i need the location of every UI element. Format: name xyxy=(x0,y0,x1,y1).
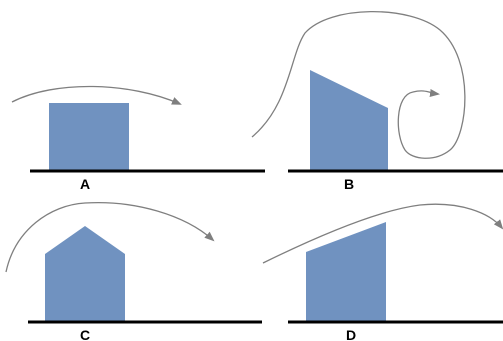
panel-d: D xyxy=(262,203,503,341)
panel-b: B xyxy=(251,11,503,192)
panel-b-label: B xyxy=(344,176,354,192)
panel-d-building xyxy=(306,222,386,322)
panel-b-building xyxy=(310,70,388,171)
panel-a-flow-arrow xyxy=(11,85,182,105)
panel-c: C xyxy=(5,201,262,341)
panel-a-building xyxy=(49,103,129,171)
panel-d-flow-arrow xyxy=(262,203,503,264)
panel-a-label: A xyxy=(80,176,90,192)
panel-a: A xyxy=(11,85,265,192)
panel-c-building xyxy=(45,226,125,322)
panel-c-label: C xyxy=(80,327,90,341)
panel-d-label: D xyxy=(346,327,356,341)
panel-c-flow-arrow xyxy=(5,201,215,273)
panel-b-flow-curve xyxy=(251,11,466,159)
